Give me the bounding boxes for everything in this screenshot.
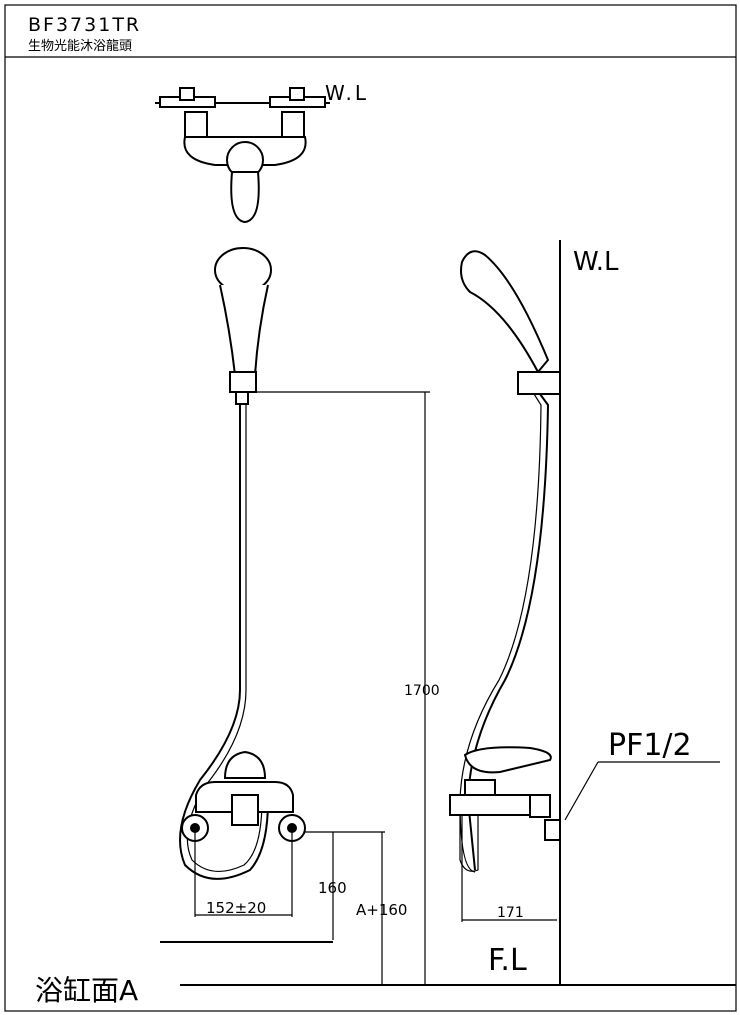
drawing-frame [4, 4, 737, 1012]
product-name: 生物光能沐浴龍頭 [28, 38, 132, 54]
front-view-shower [179, 247, 306, 880]
top-view-faucet [155, 87, 330, 224]
dimension-lines [160, 391, 736, 986]
pipe-thread-label: PF1/2 [608, 728, 692, 763]
wall-line-top-label: W.L [325, 81, 369, 105]
model-number: BF3731TR [28, 14, 141, 36]
floor-line-label: F.L [488, 943, 527, 978]
dimension-1700: 1700 [404, 683, 440, 699]
dimension-152: 152±20 [206, 899, 266, 917]
bathtub-surface-label: 浴缸面A [35, 974, 138, 1007]
dimension-171: 171 [497, 905, 524, 921]
wall-line-side-label: W.L [573, 247, 619, 277]
dimension-a-plus-160: A+160 [356, 901, 407, 919]
dimension-160: 160 [318, 879, 347, 897]
side-view-shower [449, 240, 720, 985]
